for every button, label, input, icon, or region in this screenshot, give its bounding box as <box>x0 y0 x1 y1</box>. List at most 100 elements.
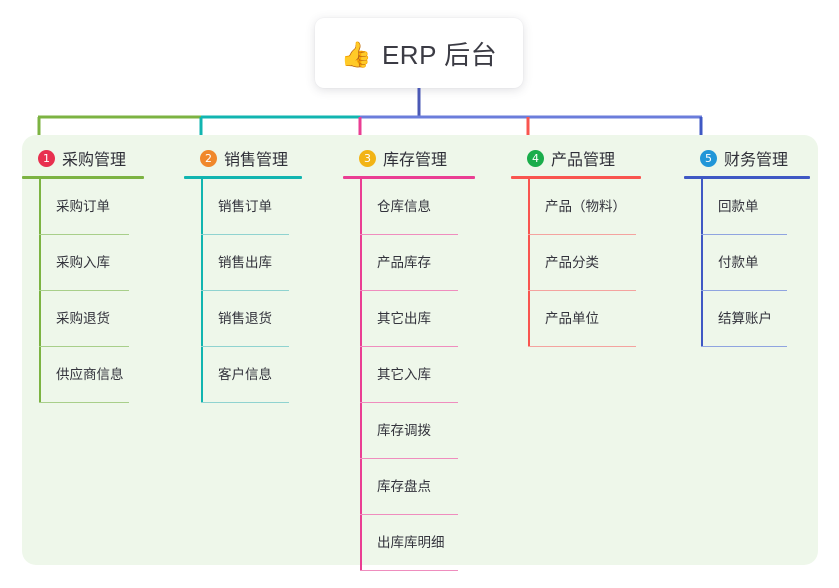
leaf-item-label: 产品分类 <box>545 255 599 270</box>
leaf-item-rule <box>201 401 289 403</box>
branch-spine <box>528 179 530 347</box>
leaf-item[interactable]: 出库库明细 <box>343 515 475 571</box>
leaf-item-label: 销售退货 <box>218 311 272 326</box>
leaf-item-label: 结算账户 <box>718 311 772 326</box>
leaf-item[interactable]: 销售退货 <box>184 291 302 347</box>
leaf-item-rule <box>39 401 129 403</box>
leaf-item-label: 销售出库 <box>218 255 272 270</box>
leaf-item-rule <box>528 233 636 235</box>
branch-spine <box>39 179 41 403</box>
branch-index-badge: 4 <box>527 149 544 167</box>
leaf-item[interactable]: 其它出库 <box>343 291 475 347</box>
leaf-item-label: 产品（物料） <box>545 199 626 214</box>
leaf-item-rule <box>360 401 458 403</box>
branch-header-4[interactable]: 4 产品管理 <box>511 146 641 170</box>
branch-items: 产品（物料） 产品分类产品单位 <box>511 179 641 347</box>
leaf-item[interactable]: 付款单 <box>684 235 810 291</box>
branch-header-2[interactable]: 2 销售管理 <box>184 146 302 170</box>
leaf-item-rule <box>39 345 129 347</box>
leaf-item[interactable]: 产品库存 <box>343 235 475 291</box>
branch-column-3: 3 库存管理仓库信息产品库存其它出库其它入库库存调拨库存盘点出库库明细 <box>343 146 475 571</box>
root-node-erp-backend[interactable]: 👍 ERP 后台 <box>315 18 523 88</box>
leaf-item-label: 销售订单 <box>218 199 272 214</box>
leaf-item-rule <box>528 289 636 291</box>
branch-header-5[interactable]: 5 财务管理 <box>684 146 810 170</box>
leaf-item[interactable]: 结算账户 <box>684 291 810 347</box>
branch-title: 销售管理 <box>224 152 289 169</box>
leaf-item-rule <box>360 569 458 571</box>
leaf-item-label: 采购订单 <box>56 199 110 214</box>
branch-column-1: 1 采购管理采购订单采购入库采购退货供应商信息 <box>22 146 144 403</box>
leaf-item-rule <box>360 513 458 515</box>
branches-panel <box>22 135 818 565</box>
leaf-item-label: 库存调拨 <box>377 423 431 438</box>
leaf-item-rule <box>201 289 289 291</box>
leaf-item[interactable]: 产品（物料） <box>511 179 641 235</box>
branch-header-rule <box>684 176 810 179</box>
leaf-item-rule <box>39 289 129 291</box>
branch-items: 销售订单销售出库销售退货客户信息 <box>184 179 302 403</box>
leaf-item-rule <box>701 233 787 235</box>
leaf-item-rule <box>701 345 787 347</box>
leaf-item-rule <box>201 345 289 347</box>
leaf-item[interactable]: 采购退货 <box>22 291 144 347</box>
leaf-item-label: 仓库信息 <box>377 199 431 214</box>
leaf-item[interactable]: 供应商信息 <box>22 347 144 403</box>
root-node-label: ERP 后台 <box>381 39 498 70</box>
leaf-item-rule <box>360 289 458 291</box>
branch-header-3[interactable]: 3 库存管理 <box>343 146 475 170</box>
branch-header-1[interactable]: 1 采购管理 <box>22 146 144 170</box>
branch-items: 仓库信息产品库存其它出库其它入库库存调拨库存盘点出库库明细 <box>343 179 475 571</box>
leaf-item[interactable]: 客户信息 <box>184 347 302 403</box>
branch-column-5: 5 财务管理回款单付款单结算账户 <box>684 146 810 347</box>
leaf-item-rule <box>360 345 458 347</box>
branch-spine <box>701 179 703 347</box>
leaf-item[interactable]: 库存盘点 <box>343 459 475 515</box>
leaf-item[interactable]: 仓库信息 <box>343 179 475 235</box>
leaf-item-rule <box>360 457 458 459</box>
leaf-item[interactable]: 销售订单 <box>184 179 302 235</box>
leaf-item-label: 产品库存 <box>377 255 431 270</box>
leaf-item-label: 产品单位 <box>545 311 599 326</box>
leaf-item-rule <box>701 289 787 291</box>
branch-header-rule <box>343 176 475 179</box>
branch-spine <box>360 179 362 571</box>
leaf-item[interactable]: 产品单位 <box>511 291 641 347</box>
leaf-item-label: 回款单 <box>718 199 759 214</box>
thumbs-up-icon: 👍 <box>340 39 372 69</box>
leaf-item-label: 其它出库 <box>377 311 431 326</box>
branch-index-badge: 1 <box>38 149 55 167</box>
leaf-item-label: 采购退货 <box>56 311 110 326</box>
leaf-item[interactable]: 采购订单 <box>22 179 144 235</box>
branch-items: 回款单付款单结算账户 <box>684 179 810 347</box>
branch-title: 财务管理 <box>724 152 789 169</box>
branch-column-2: 2 销售管理销售订单销售出库销售退货客户信息 <box>184 146 302 403</box>
leaf-item[interactable]: 采购入库 <box>22 235 144 291</box>
branch-header-rule <box>511 176 641 179</box>
branch-index-badge: 2 <box>200 149 217 167</box>
leaf-item-label: 采购入库 <box>56 255 110 270</box>
branch-title: 库存管理 <box>383 152 448 169</box>
leaf-item-rule <box>528 345 636 347</box>
leaf-item[interactable]: 其它入库 <box>343 347 475 403</box>
leaf-item[interactable]: 销售出库 <box>184 235 302 291</box>
leaf-item-rule <box>39 233 129 235</box>
branch-title: 产品管理 <box>551 152 616 169</box>
leaf-item[interactable]: 回款单 <box>684 179 810 235</box>
leaf-item-label: 出库库明细 <box>377 535 445 550</box>
branch-index-badge: 3 <box>359 149 376 167</box>
branch-items: 采购订单采购入库采购退货供应商信息 <box>22 179 144 403</box>
branch-header-rule <box>22 176 144 179</box>
branch-index-badge: 5 <box>700 149 717 167</box>
leaf-item-label: 供应商信息 <box>56 367 124 382</box>
branch-spine <box>201 179 203 403</box>
leaf-item[interactable]: 产品分类 <box>511 235 641 291</box>
leaf-item-label: 客户信息 <box>218 367 272 382</box>
branch-column-4: 4 产品管理产品（物料） 产品分类产品单位 <box>511 146 641 347</box>
branch-header-rule <box>184 176 302 179</box>
leaf-item-rule <box>360 233 458 235</box>
branch-title: 采购管理 <box>62 152 127 169</box>
leaf-item-rule <box>201 233 289 235</box>
leaf-item[interactable]: 库存调拨 <box>343 403 475 459</box>
